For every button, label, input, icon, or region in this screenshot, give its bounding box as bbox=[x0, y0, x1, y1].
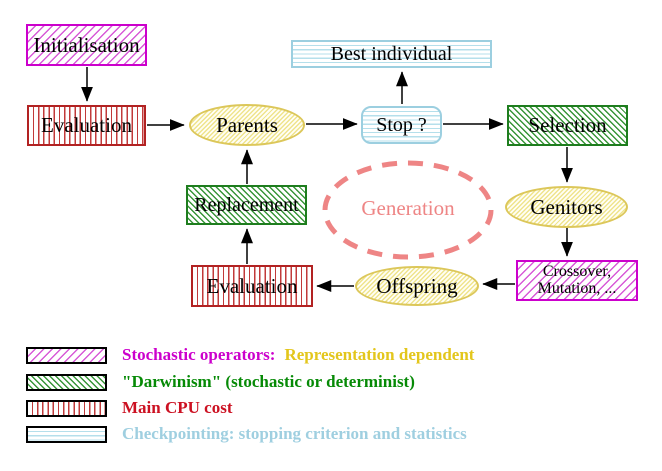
legend-label-main-cpu-cost: Main CPU cost bbox=[122, 398, 233, 417]
node-offspring-label: Offspring bbox=[376, 273, 458, 298]
node-stop-label: Stop ? bbox=[376, 113, 427, 136]
node-genitors: Genitors bbox=[505, 186, 628, 228]
node-replacement-label: Replacement bbox=[194, 193, 299, 216]
node-evaluation-bottom: Evaluation bbox=[191, 265, 313, 307]
node-best-individual: Best individual bbox=[291, 40, 492, 68]
legend-swatch-red-stripes bbox=[26, 399, 107, 417]
node-evaluation-bottom-label: Evaluation bbox=[206, 273, 298, 298]
node-crossover-line1: Crossover, bbox=[542, 262, 612, 280]
node-initialisation: Initialisation bbox=[26, 24, 147, 66]
legend-label-checkpointing: Checkpointing: stopping criterion and st… bbox=[122, 424, 467, 443]
legend-row-stochastic-operators: Stochastic operators: Representation dep… bbox=[26, 345, 474, 365]
legend-swatch-cyan-stripes bbox=[26, 425, 107, 443]
node-initialisation-label: Initialisation bbox=[33, 32, 140, 57]
node-best-individual-label: Best individual bbox=[330, 42, 453, 65]
node-parents: Parents bbox=[189, 104, 305, 146]
legend-label-stochastic-operators: Stochastic operators: bbox=[122, 345, 276, 364]
node-evaluation-top-label: Evaluation bbox=[41, 113, 132, 138]
node-evaluation-top: Evaluation bbox=[27, 105, 146, 146]
node-crossover-line2: Mutation, ... bbox=[537, 279, 617, 297]
generation-label: Generation bbox=[361, 196, 455, 220]
node-stop: Stop ? bbox=[361, 106, 442, 144]
node-crossover-mutation: Crossover, Mutation, ... bbox=[516, 260, 638, 301]
node-offspring: Offspring bbox=[355, 266, 479, 306]
legend-row-darwinism: "Darwinism" (stochastic or determinist) bbox=[26, 372, 415, 392]
node-genitors-label: Genitors bbox=[530, 194, 603, 219]
generation-dashed-ellipse bbox=[322, 160, 494, 260]
legend-swatch-green-hatch bbox=[26, 373, 107, 391]
node-replacement: Replacement bbox=[186, 185, 307, 225]
node-parents-label: Parents bbox=[216, 112, 278, 137]
node-selection-label: Selection bbox=[528, 113, 607, 138]
legend-row-main-cpu-cost: Main CPU cost bbox=[26, 398, 232, 418]
legend-swatch-magenta-hatch bbox=[26, 346, 107, 364]
legend-label-representation-dependent: Representation dependent bbox=[284, 345, 475, 364]
legend-label-darwinism: "Darwinism" (stochastic or determinist) bbox=[122, 372, 415, 391]
node-selection: Selection bbox=[507, 105, 628, 146]
legend-row-checkpointing: Checkpointing: stopping criterion and st… bbox=[26, 424, 467, 444]
